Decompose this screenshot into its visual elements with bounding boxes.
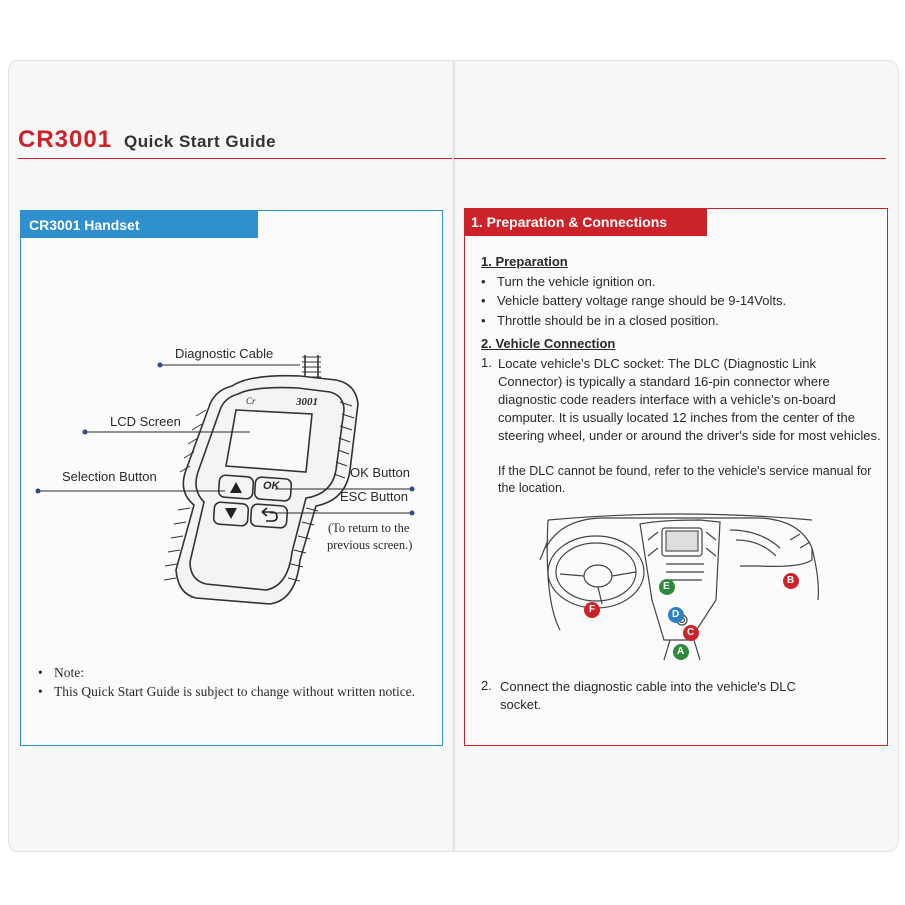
bullet-icon: • <box>481 313 486 328</box>
notes-list: • Note: • This Quick Start Guide is subj… <box>38 664 438 701</box>
marker-c-label: C <box>687 627 695 638</box>
step2-text: Connect the diagnostic cable into the ve… <box>500 679 796 712</box>
note-label: Note: <box>54 665 84 680</box>
bullet-icon: • <box>481 274 486 289</box>
step1-note: If the DLC cannot be found, refer to the… <box>498 464 872 495</box>
marker-a-label: A <box>677 646 685 657</box>
callout-ok-button: OK Button <box>350 465 410 480</box>
note-text: This Quick Start Guide is subject to cha… <box>54 684 416 699</box>
callout-esc-note-line1: (To return to the <box>328 521 410 535</box>
preparation-tab: 1. Preparation & Connections <box>464 208 707 236</box>
marker-f-label: F <box>589 604 596 615</box>
device-logo: Cr <box>246 396 256 406</box>
page-fold <box>452 60 454 850</box>
device-model-label: 3001 <box>296 396 318 408</box>
step1-number: 1. <box>481 355 492 370</box>
preparation-item-text: Turn the vehicle ignition on. <box>497 274 656 289</box>
brand-title: CR3001 <box>18 126 113 153</box>
callout-esc-button: ESC Button <box>340 489 408 504</box>
step2-number: 2. <box>481 678 492 693</box>
note-label-row: • Note: <box>38 664 438 682</box>
page-title: Quick Start Guide <box>124 132 277 151</box>
vehicle-connection-heading: 2. Vehicle Connection <box>481 336 616 351</box>
header-rule-right <box>454 158 886 159</box>
header-rule-left <box>18 158 452 159</box>
callout-esc-note-line2: previous screen.) <box>327 538 413 552</box>
bullet-icon: • <box>481 293 486 308</box>
preparation-item: • Throttle should be in a closed position… <box>481 313 719 328</box>
marker-f <box>584 602 600 618</box>
bullet-icon: • <box>38 684 43 699</box>
marker-d-label: D <box>672 609 680 620</box>
handset-tab: CR3001 Handset <box>20 210 258 238</box>
device-ok-label: OK <box>263 480 280 492</box>
marker-b-label: B <box>787 575 795 586</box>
marker-c <box>683 625 699 641</box>
note-text-row: • This Quick Start Guide is subject to c… <box>38 683 438 701</box>
marker-a <box>673 644 689 660</box>
step1-text: Locate vehicle's DLC socket: The DLC (Di… <box>498 356 881 443</box>
preparation-item: • Turn the vehicle ignition on. <box>481 274 656 289</box>
marker-b <box>783 573 799 589</box>
preparation-heading: 1. Preparation <box>481 254 568 269</box>
preparation-item: • Vehicle battery voltage range should be… <box>481 293 786 308</box>
callout-lcd-screen: LCD Screen <box>110 414 181 429</box>
bullet-icon: • <box>38 665 43 680</box>
preparation-item-text: Throttle should be in a closed position. <box>497 313 719 328</box>
marker-e <box>659 579 675 595</box>
callout-diagnostic-cable: Diagnostic Cable <box>175 346 274 361</box>
marker-e-label: E <box>663 581 670 592</box>
preparation-item-text: Vehicle battery voltage range should be … <box>497 293 787 308</box>
callout-selection-button: Selection Button <box>62 469 157 484</box>
marker-d <box>668 607 684 623</box>
